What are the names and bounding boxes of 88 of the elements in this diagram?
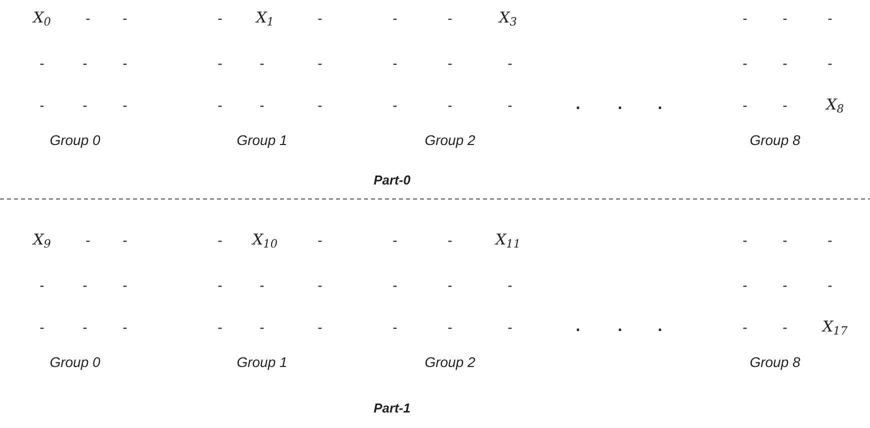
dash-mark: -: [218, 320, 222, 334]
dash-mark: -: [782, 320, 788, 334]
ellipsis-dot: .: [576, 319, 580, 335]
group-label: Group 0: [50, 355, 100, 369]
dash-mark: -: [260, 56, 264, 70]
dash-mark: -: [742, 56, 748, 70]
dash-mark: -: [218, 278, 222, 292]
dash-mark: -: [260, 98, 264, 112]
dash-mark: -: [40, 98, 44, 112]
dash-mark: -: [82, 56, 88, 70]
dash-mark: -: [828, 56, 832, 70]
variable-label: X$_{9}$: [33, 232, 51, 248]
variable-label: X$_{17}$: [822, 320, 848, 334]
dash-mark: -: [392, 98, 398, 112]
dash-mark: -: [122, 98, 128, 112]
dash-mark: -: [40, 278, 44, 292]
dash-mark: -: [218, 233, 222, 247]
variable-label: X$_{11}$: [496, 232, 520, 248]
dash-mark: -: [218, 56, 222, 70]
variable-label: X$_{0}$: [33, 10, 51, 26]
dash-mark: -: [318, 11, 322, 25]
group-label: Group 8: [750, 355, 800, 369]
variable-label: X$_{3}$: [499, 10, 517, 26]
variable-label: X$_{10}$: [252, 232, 278, 248]
dash-mark: -: [742, 233, 748, 247]
dash-mark: -: [782, 98, 788, 112]
dash-mark: -: [782, 278, 788, 292]
dash-mark: -: [508, 98, 512, 112]
dash-mark: -: [318, 98, 322, 112]
dash-mark: -: [448, 11, 452, 25]
dash-mark: -: [318, 56, 322, 70]
ellipsis-dot: .: [618, 319, 622, 335]
dash-mark: -: [828, 233, 832, 247]
group-label: Group 2: [424, 355, 476, 369]
group-label: Group 0: [50, 133, 100, 147]
dash-mark: -: [508, 278, 512, 292]
dash-mark: -: [82, 98, 88, 112]
dash-mark: -: [448, 278, 452, 292]
dash-mark: -: [318, 233, 322, 247]
group-label: Group 1: [236, 133, 288, 147]
part-label: Part-1: [374, 402, 410, 414]
dash-mark: -: [392, 320, 398, 334]
dash-mark: -: [122, 320, 128, 334]
dash-mark: -: [742, 320, 748, 334]
dash-mark: -: [742, 11, 748, 25]
dash-mark: -: [448, 233, 452, 247]
dash-mark: -: [318, 320, 322, 334]
dash-mark: -: [392, 56, 398, 70]
ellipsis-dot: .: [658, 319, 662, 335]
ellipsis-dot: .: [658, 97, 662, 113]
dash-mark: -: [392, 278, 398, 292]
dash-mark: -: [508, 56, 512, 70]
dash-mark: -: [260, 278, 264, 292]
dash-mark: -: [122, 56, 128, 70]
variable-label: X$_{8}$: [826, 98, 844, 112]
dash-mark: -: [122, 278, 128, 292]
dash-mark: -: [122, 11, 128, 25]
part-label: Part-0: [374, 174, 410, 186]
variable-label: X$_{1}$: [256, 10, 274, 26]
dash-mark: -: [122, 233, 128, 247]
dash-mark: -: [40, 320, 44, 334]
dash-mark: -: [86, 233, 90, 247]
dash-mark: -: [82, 278, 88, 292]
dash-mark: -: [782, 11, 788, 25]
dash-mark: -: [392, 11, 398, 25]
dash-mark: -: [260, 320, 264, 334]
dash-mark: -: [742, 278, 748, 292]
dash-mark: -: [742, 98, 748, 112]
dash-mark: -: [40, 56, 44, 70]
dash-mark: -: [218, 98, 222, 112]
dash-mark: -: [448, 98, 452, 112]
dash-mark: -: [448, 56, 452, 70]
group-label: Group 1: [236, 355, 288, 369]
dash-mark: -: [782, 233, 788, 247]
dash-mark: -: [828, 11, 832, 25]
dash-mark: -: [448, 320, 452, 334]
dash-mark: -: [318, 278, 322, 292]
dash-mark: -: [392, 233, 398, 247]
ellipsis-dot: .: [618, 97, 622, 113]
ellipsis-dot: .: [576, 97, 580, 113]
dash-mark: -: [86, 11, 90, 25]
dash-mark: -: [508, 320, 512, 334]
dash-mark: -: [82, 320, 88, 334]
group-label: Group 2: [424, 133, 476, 147]
group-label: Group 8: [750, 133, 800, 147]
dash-mark: -: [218, 11, 222, 25]
dash-mark: -: [828, 278, 832, 292]
dash-mark: -: [782, 56, 788, 70]
